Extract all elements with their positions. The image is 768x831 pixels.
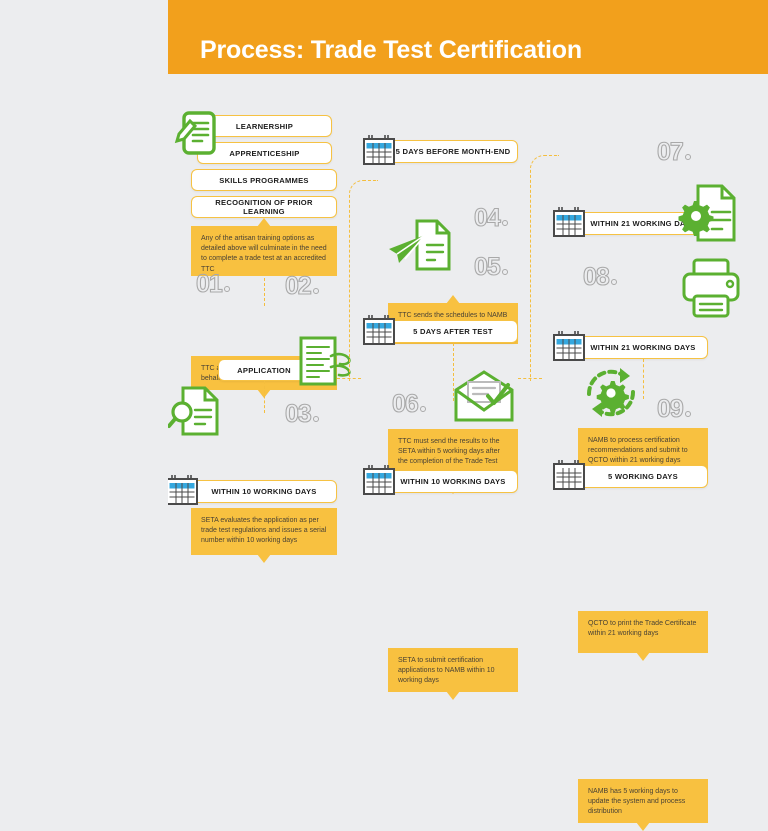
step-08-body: QCTO to print the Trade Certificate with… [588, 620, 697, 638]
step-04-label-text: 5 DAYS BEFORE MONTH-END [395, 147, 511, 156]
document-magnifier-icon [165, 380, 229, 449]
step-05-number: 05 [473, 252, 508, 282]
step-06-label-text: WITHIN 10 WORKING DAYS [400, 477, 506, 486]
step-02-number: 02 [284, 271, 319, 301]
step-06-number: 06 [391, 389, 426, 419]
step-07-number-text: 07 [656, 137, 684, 166]
step-02-label-text: APPLICATION [237, 365, 291, 375]
step-07-body: NAMB to process certification recommenda… [588, 437, 688, 465]
step-02-number-text: 02 [284, 271, 312, 300]
calendar-icon-step-05 [362, 314, 396, 346]
training-option-label: APPRENTICESHIP [229, 148, 300, 158]
training-option-label: SKILLS PROGRAMMES [219, 175, 309, 185]
calendar-icon-step-06 [362, 464, 396, 496]
left-panel [0, 0, 168, 543]
calendar-icon-step-08 [552, 330, 586, 362]
step-09-pointer [636, 822, 650, 831]
step-04-number: 04 [473, 203, 508, 233]
training-option-rpl[interactable]: RECOGNITION OF PRIOR LEARNING [191, 196, 337, 218]
step-04-label[interactable]: 5 DAYS BEFORE MONTH-END [388, 140, 518, 163]
step-09-label[interactable]: 5 WORKING DAYS [578, 465, 708, 488]
step-04-number-text: 04 [473, 203, 501, 232]
step-01-number-text: 01 [195, 269, 223, 298]
connector-col1-v1 [264, 278, 265, 306]
step-06-number-text: 06 [391, 389, 419, 418]
step-09-body: NAMB has 5 working days to update the sy… [588, 788, 686, 816]
step-06-body: SETA to submit certification application… [398, 657, 495, 685]
connector-col1-v2 [264, 381, 265, 413]
calendar-icon-step-09 [552, 459, 586, 491]
gear-refresh-icon [580, 364, 642, 427]
printer-icon [676, 256, 748, 325]
calendar-icon-step-07 [552, 206, 586, 238]
step-01-body: Any of the artisan training options as d… [201, 235, 327, 273]
step-03-number: 03 [284, 399, 319, 429]
connector-col3-corner [530, 155, 559, 381]
step-07-label-text: WITHIN 21 WORKING DAYS [590, 219, 696, 228]
step-02-label[interactable]: APPLICATION [218, 359, 310, 381]
step-07-number: 07 [656, 137, 691, 167]
step-03-label-text: WITHIN 10 WORKING DAYS [211, 487, 317, 496]
step-06-label[interactable]: WITHIN 10 WORKING DAYS [388, 470, 518, 493]
step-08-label[interactable]: WITHIN 21 WORKING DAYS [578, 336, 708, 359]
step-04-pointer-up [446, 295, 460, 304]
step-03-label[interactable]: WITHIN 10 WORKING DAYS [191, 480, 337, 503]
step-01-number: 01 [195, 269, 230, 299]
step-03-box: SETA evaluates the application as per tr… [191, 508, 337, 563]
step-09-box: NAMB has 5 working days to update the sy… [578, 779, 708, 831]
step-08-number-text: 08 [582, 262, 610, 291]
step-08-label-text: WITHIN 21 WORKING DAYS [590, 343, 696, 352]
training-option-label: LEARNERSHIP [235, 121, 294, 131]
step-08-pointer [636, 652, 650, 661]
connector-col2-corner [349, 180, 378, 381]
step-03-pointer [257, 554, 271, 563]
training-option-apprenticeship[interactable]: APPRENTICESHIP [197, 142, 332, 164]
calendar-icon-step-03 [165, 474, 199, 506]
step-01-pointer-up [257, 218, 271, 227]
calendar-icon-step-04 [362, 134, 396, 166]
step-03-number-text: 03 [284, 399, 312, 428]
title-band [146, 26, 768, 74]
training-option-skills-programmes[interactable]: SKILLS PROGRAMMES [191, 169, 337, 191]
step-03-body: SETA evaluates the application as per tr… [201, 517, 327, 545]
step-08-number: 08 [582, 262, 617, 292]
step-09-number: 09 [656, 394, 691, 424]
step-09-label-text: 5 WORKING DAYS [608, 472, 678, 481]
step-05-label[interactable]: 5 DAYS AFTER TEST [388, 320, 518, 343]
connector-col3-v [643, 359, 644, 399]
step-06-pointer [446, 691, 460, 700]
step-09-number-text: 09 [656, 394, 684, 423]
notepad-pencil-icon [170, 108, 226, 169]
training-option-label: RECOGNITION OF PRIOR LEARNING [215, 198, 313, 216]
document-gear-icon [676, 180, 748, 251]
step-08-box: QCTO to print the Trade Certificate with… [578, 611, 708, 661]
connector-col2-v [453, 343, 454, 401]
step-05-number-text: 05 [473, 252, 501, 281]
step-01-box: Any of the artisan training options as d… [191, 218, 337, 276]
step-06-box: SETA to submit certification application… [388, 648, 518, 700]
envelope-check-icon [452, 370, 516, 429]
step-05-label-text: 5 DAYS AFTER TEST [413, 327, 493, 336]
page-title: Process: Trade Test Certification [200, 36, 582, 64]
step-05-body: TTC must send the results to the SETA wi… [398, 438, 500, 466]
document-hand-icon [291, 334, 357, 397]
paper-plane-document-icon [385, 215, 457, 282]
